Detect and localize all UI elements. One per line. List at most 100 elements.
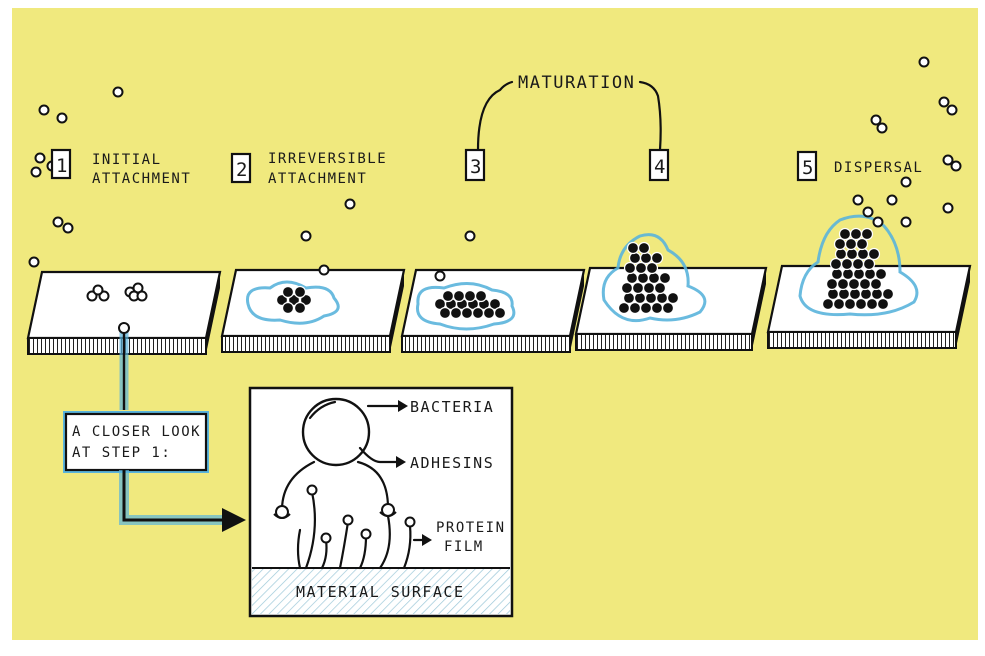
bacterium-icon: [878, 124, 887, 133]
bacterium-icon: [295, 287, 306, 298]
bacterium-icon: [94, 286, 103, 295]
bacterium-icon: [655, 283, 666, 294]
bacterium-icon: [920, 58, 929, 67]
step-number: 3: [470, 156, 483, 178]
detail-panel: MATERIAL SURFACE BACTERIA ADHESINS: [250, 388, 512, 616]
bacterium-icon: [902, 218, 911, 227]
bacterium-icon: [462, 308, 473, 319]
bacterium-icon: [864, 208, 873, 217]
bacterium-icon: [835, 239, 846, 250]
bacterium-icon: [842, 259, 853, 270]
bacterium-icon: [854, 269, 865, 280]
bacterium-icon: [940, 98, 949, 107]
bacterium-icon: [641, 253, 652, 264]
bacterium-icon: [872, 289, 883, 300]
slab-front: [402, 336, 570, 352]
bacterium-icon: [857, 239, 868, 250]
bacterium-icon: [465, 291, 476, 302]
step-label-line1: DISPERSAL: [834, 160, 923, 176]
bacterium-icon: [628, 243, 639, 254]
bacterium-icon: [876, 269, 887, 280]
bacterium-icon: [638, 273, 649, 284]
step-3: 3: [466, 150, 484, 180]
bacterium-icon: [831, 259, 842, 270]
bacterium-icon: [840, 229, 851, 240]
bacterium-icon: [346, 200, 355, 209]
bacterium-icon: [633, 283, 644, 294]
bacterium-icon: [630, 303, 641, 314]
bacterium-icon: [849, 279, 860, 290]
bacterium-icon: [138, 292, 147, 301]
bacterium-icon: [630, 253, 641, 264]
bacterium-icon: [320, 266, 329, 275]
attachment-point-icon: [119, 323, 129, 333]
bacterium-icon: [860, 279, 871, 290]
bacterium-icon: [476, 291, 487, 302]
bacterium-icon: [660, 273, 671, 284]
bacteria-cell-icon: [303, 399, 369, 465]
bacterium-icon: [652, 253, 663, 264]
adhesin-icon: [322, 534, 331, 543]
bacterium-icon: [668, 293, 679, 304]
bacterium-icon: [823, 299, 834, 310]
bacterium-icon: [872, 116, 881, 125]
closer-look-line1: A CLOSER LOOK: [72, 424, 201, 440]
bacterium-icon: [834, 299, 845, 310]
closer-look-line2: AT STEP 1:: [72, 445, 171, 461]
bacterium-icon: [854, 196, 863, 205]
bacterium-icon: [36, 154, 45, 163]
bacterium-icon: [952, 162, 961, 171]
protein-label-line1: PROTEIN: [436, 520, 506, 536]
step-label-line2: ATTACHMENT: [268, 171, 367, 187]
bacterium-icon: [58, 114, 67, 123]
bacterium-icon: [828, 289, 839, 300]
bacterium-icon: [639, 243, 650, 254]
bacterium-icon: [847, 249, 858, 260]
bacterium-icon: [641, 303, 652, 314]
step-label-line1: INITIAL: [92, 152, 162, 168]
protein-label-line2: FILM: [444, 539, 484, 555]
bacterium-icon: [619, 303, 630, 314]
bacterium-icon: [846, 239, 857, 250]
bacterium-icon: [114, 88, 123, 97]
bacterium-icon: [302, 232, 311, 241]
bacterium-icon: [495, 308, 506, 319]
bacterium-icon: [484, 308, 495, 319]
bacterium-icon: [838, 279, 849, 290]
bacterium-icon: [32, 168, 41, 177]
bacterium-icon: [948, 106, 957, 115]
slab-front: [768, 332, 956, 348]
bacterium-icon: [883, 289, 894, 300]
bacterium-icon: [864, 259, 875, 270]
bacterium-icon: [652, 303, 663, 314]
adhesins-label: ADHESINS: [410, 454, 494, 472]
bacterium-icon: [454, 291, 465, 302]
bacterium-icon: [295, 303, 306, 314]
bacteria-label: BACTERIA: [410, 398, 494, 416]
step-number: 5: [802, 157, 815, 179]
bacterium-icon: [856, 299, 867, 310]
bacterium-icon: [878, 299, 889, 310]
bacterium-icon: [874, 218, 883, 227]
bacterium-icon: [636, 263, 647, 274]
step-number: 4: [654, 156, 667, 178]
bacterium-icon: [436, 272, 445, 281]
bacterium-icon: [54, 218, 63, 227]
adhesin-icon: [362, 530, 371, 539]
adhesin-icon: [406, 518, 415, 527]
step-4: 4: [650, 150, 668, 180]
bacterium-icon: [861, 289, 872, 300]
bacterium-icon: [944, 156, 953, 165]
bacterium-icon: [869, 249, 880, 260]
bacterium-icon: [627, 273, 638, 284]
bacterium-icon: [624, 293, 635, 304]
slab-front: [28, 338, 206, 354]
bacterium-icon: [871, 279, 882, 290]
bacterium-icon: [30, 258, 39, 267]
step-number: 1: [56, 155, 69, 177]
bacterium-icon: [853, 259, 864, 270]
bacterium-icon: [451, 308, 462, 319]
bacterium-icon: [657, 293, 668, 304]
slab-front: [222, 336, 390, 352]
